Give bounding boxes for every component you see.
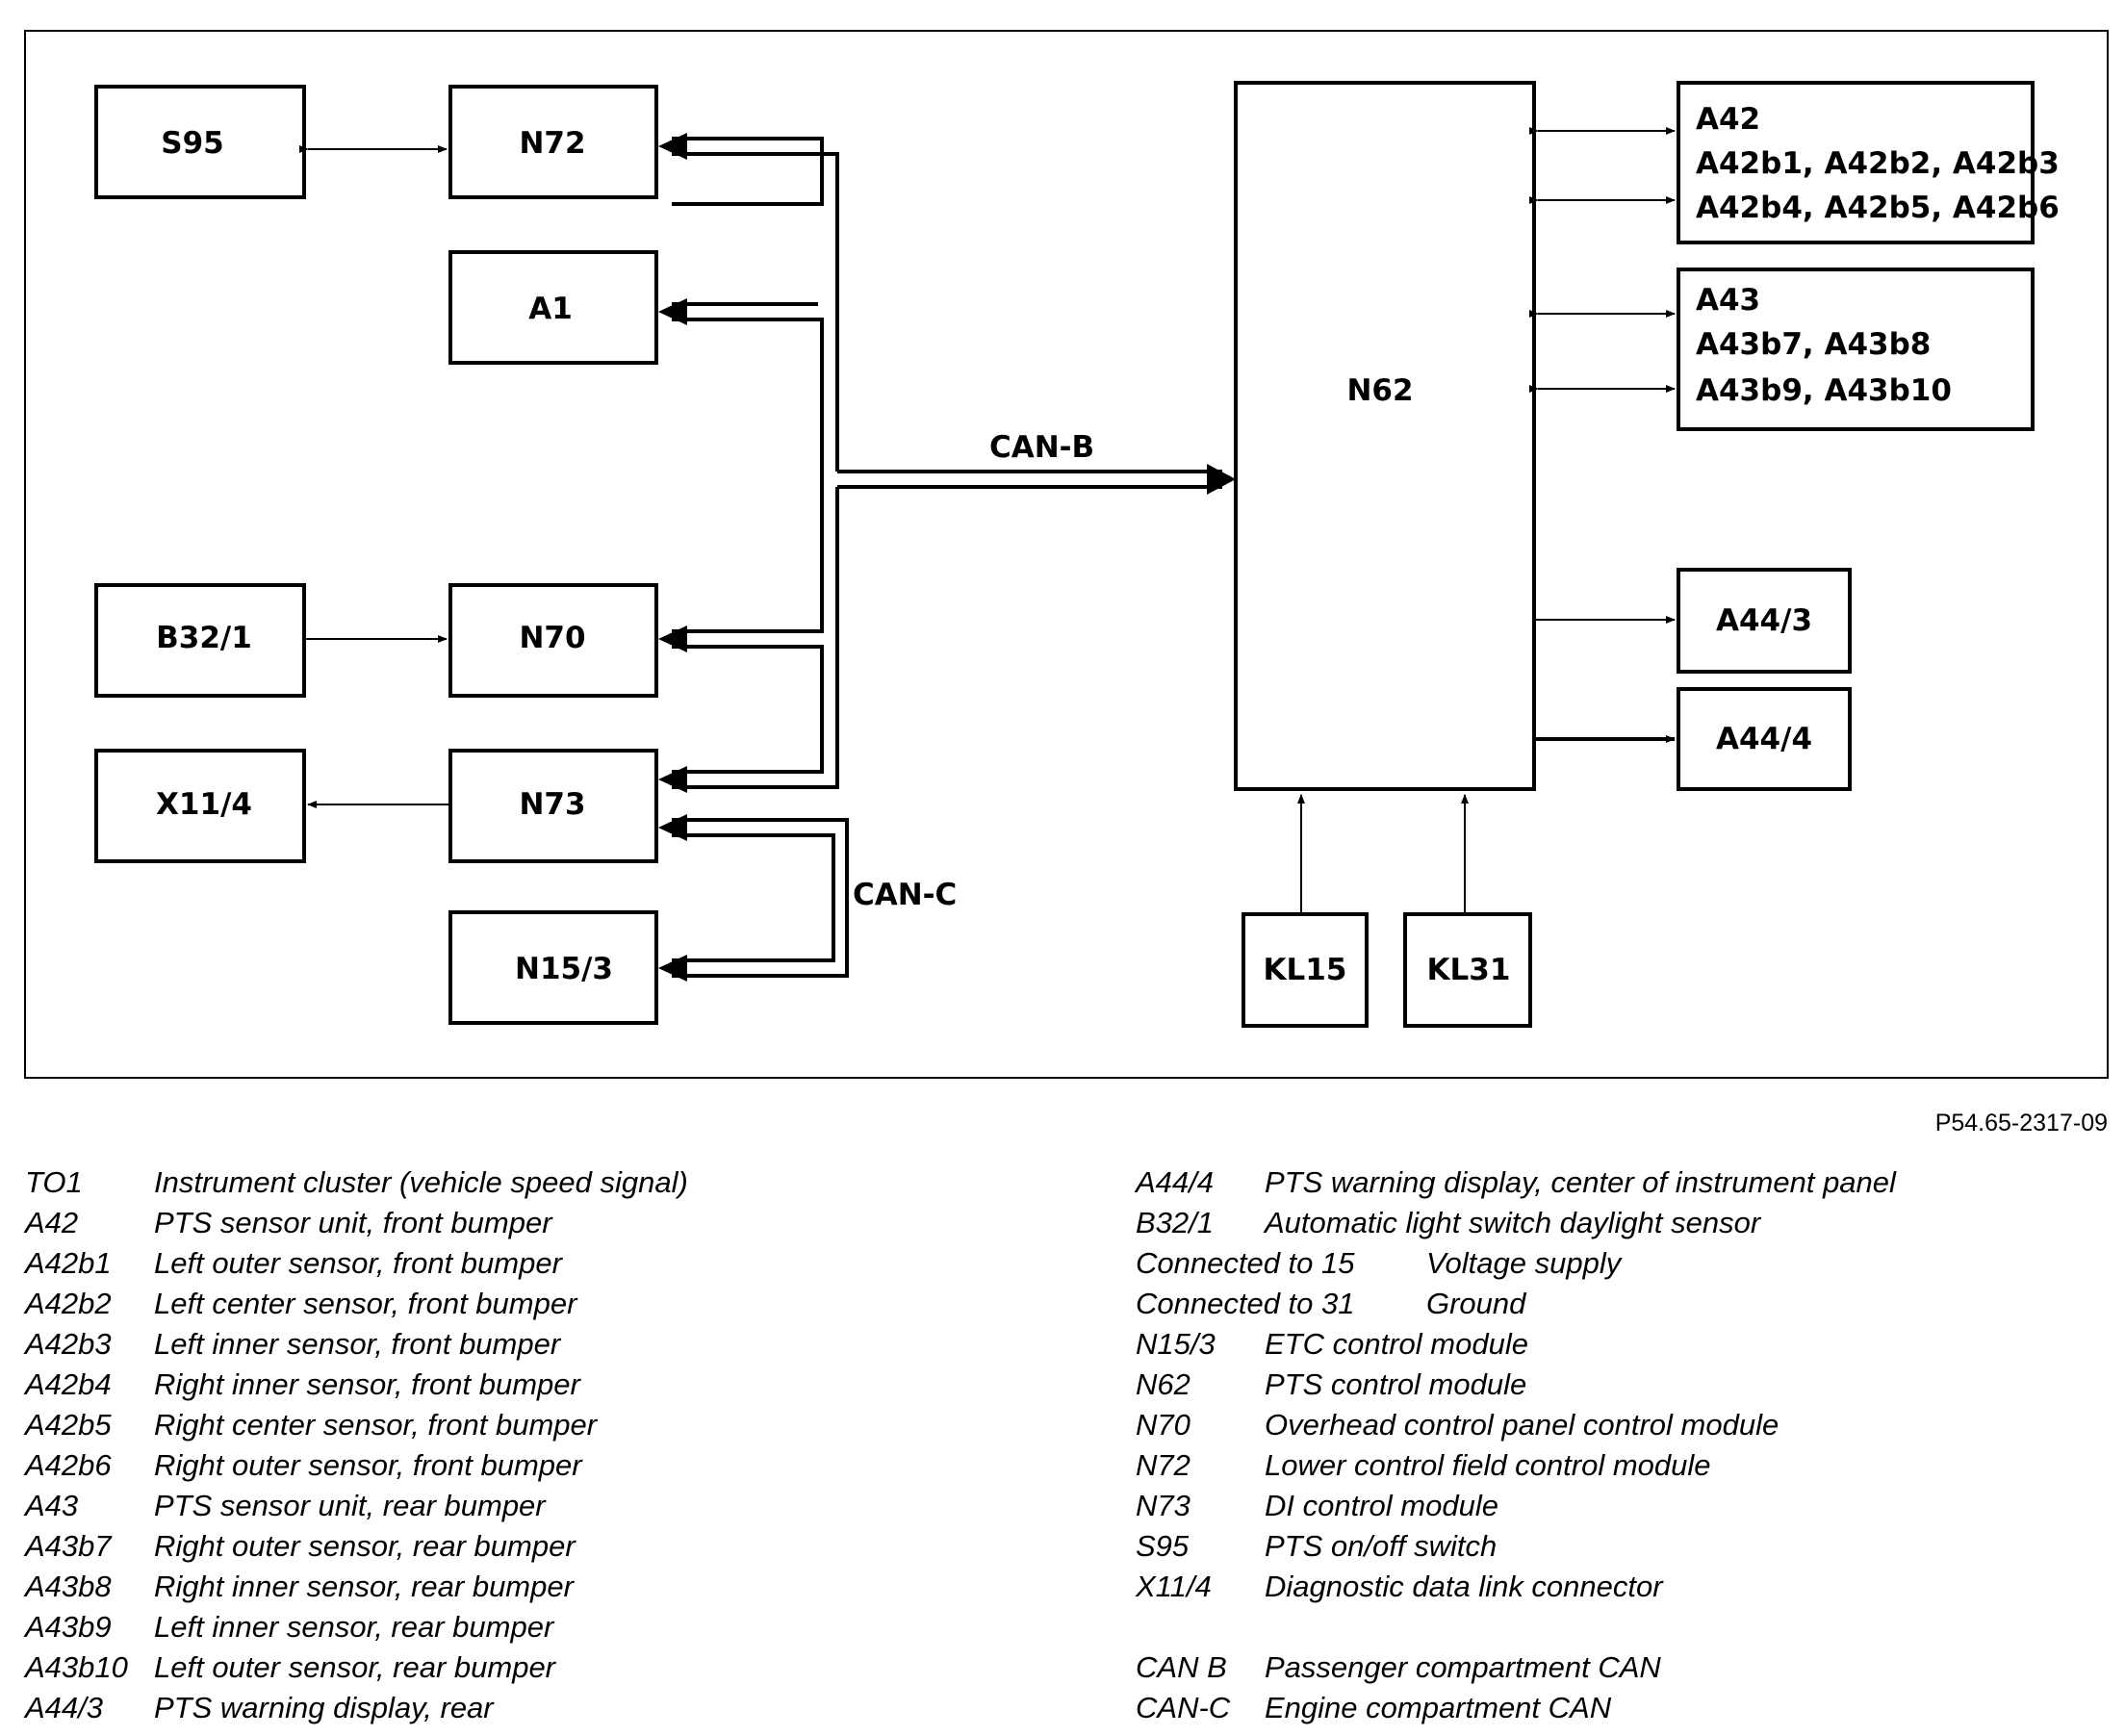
legend-code: X11/4 (1136, 1570, 1212, 1603)
legend-description: Left inner sensor, rear bumper (154, 1610, 554, 1644)
legend-code: A42b3 (25, 1327, 112, 1361)
legend-code: A43b8 (25, 1570, 112, 1603)
legend-description: Left outer sensor, front bumper (154, 1246, 562, 1280)
block-x11-4-label: X11/4 (156, 787, 252, 822)
block-a43-line1: A43 (1696, 283, 1760, 318)
block-a42-line3: A42b4, A42b5, A42b6 (1696, 191, 2060, 225)
legend-description: Left center sensor, front bumper (154, 1287, 577, 1320)
legend-code: N72 (1136, 1448, 1191, 1482)
block-n15-3: N15/3 (448, 910, 658, 1025)
legend-code: TO1 (25, 1165, 83, 1199)
figure-reference: P54.65-2317-09 (1934, 1110, 2108, 1136)
legend-description: PTS control module (1265, 1367, 1527, 1401)
block-a44-4-label: A44/4 (1716, 722, 1812, 756)
legend-code: A43 (25, 1489, 79, 1522)
legend-code: A44/3 (25, 1691, 104, 1724)
legend-description: Voltage supply (1426, 1246, 1622, 1280)
block-b32-1-label: B32/1 (156, 621, 252, 655)
legend-description: Automatic light switch daylight sensor (1265, 1206, 1761, 1239)
legend-code: A43b10 (25, 1650, 128, 1684)
block-kl15: KL15 (1242, 912, 1369, 1028)
legend-code: Connected to 31 (1136, 1287, 1355, 1320)
legend-description: Left inner sensor, front bumper (154, 1327, 561, 1361)
legend-code: N15/3 (1136, 1327, 1216, 1361)
block-a43-line2: A43b7, A43b8 (1696, 327, 1931, 362)
legend-code: Connected to 15 (1136, 1246, 1355, 1280)
legend-description: Passenger compartment CAN (1265, 1650, 1661, 1684)
block-a1: A1 (448, 250, 658, 365)
legend-code: A42b4 (25, 1367, 112, 1401)
can-c-arrowheads (658, 814, 687, 982)
block-kl31: KL31 (1403, 912, 1532, 1028)
legend-code: A43b7 (25, 1529, 112, 1563)
block-n70-label: N70 (519, 621, 585, 655)
legend-code: CAN B (1136, 1650, 1227, 1684)
legend-code: A43b9 (25, 1610, 112, 1644)
legend-description: Instrument cluster (vehicle speed signal… (154, 1165, 688, 1199)
block-kl15-label: KL15 (1264, 953, 1347, 987)
diagram-frame (24, 30, 2109, 1079)
legend-code: CAN-C (1136, 1691, 1231, 1724)
legend-description: PTS sensor unit, rear bumper (154, 1489, 546, 1522)
legend-code: A42b5 (25, 1408, 112, 1442)
legend-code: N62 (1136, 1367, 1191, 1401)
block-s95-label: S95 (161, 126, 223, 161)
legend-description: ETC control module (1265, 1327, 1528, 1361)
block-n70: N70 (448, 583, 658, 698)
block-a1-label: A1 (528, 292, 573, 326)
block-n73: N73 (448, 749, 658, 863)
block-n72: N72 (448, 85, 658, 199)
block-a43: A43 A43b7, A43b8 A43b9, A43b10 (1677, 268, 2035, 431)
legend-description: PTS warning display, center of instrumen… (1265, 1165, 1896, 1199)
block-x11-4: X11/4 (94, 749, 306, 863)
block-a43-line3: A43b9, A43b10 (1696, 373, 1952, 408)
block-n62: N62 (1234, 81, 1536, 791)
legend-description: PTS warning display, rear (154, 1691, 494, 1724)
legend-code: A42b1 (25, 1246, 112, 1280)
legend-description: DI control module (1265, 1489, 1498, 1522)
legend-code: N70 (1136, 1408, 1191, 1442)
legend-description: Ground (1426, 1287, 1526, 1320)
block-kl31-label: KL31 (1427, 953, 1511, 987)
legend-description: Diagnostic data link connector (1265, 1570, 1663, 1603)
legend-code: S95 (1136, 1529, 1190, 1563)
legend-description: Right inner sensor, front bumper (154, 1367, 580, 1401)
legend-code: A42b2 (25, 1287, 112, 1320)
legend-description: Right center sensor, front bumper (154, 1408, 598, 1442)
block-n62-label: N62 (1346, 373, 1413, 408)
legend-code: N73 (1136, 1489, 1191, 1522)
legend-description: Engine compartment CAN (1265, 1691, 1612, 1724)
legend-description: PTS sensor unit, front bumper (154, 1206, 552, 1239)
thin-connectors (299, 127, 1676, 912)
legend-description: PTS on/off switch (1265, 1529, 1498, 1563)
legend-description: Right outer sensor, rear bumper (154, 1529, 576, 1563)
legend-description: Left outer sensor, rear bumper (154, 1650, 556, 1684)
block-a44-3-label: A44/3 (1716, 603, 1812, 638)
legend-code: A42b6 (25, 1448, 112, 1482)
legend-description: Right inner sensor, rear bumper (154, 1570, 574, 1603)
legend-code: B32/1 (1136, 1206, 1215, 1239)
block-a44-3: A44/3 (1677, 568, 1852, 674)
legend-code: A44/4 (1136, 1165, 1215, 1199)
can-b-bus (672, 137, 1222, 789)
legend-description: Overhead control panel control module (1265, 1408, 1779, 1442)
can-c-label: CAN-C (853, 878, 957, 912)
block-a44-4: A44/4 (1677, 687, 1852, 791)
block-n73-label: N73 (519, 787, 585, 822)
block-diagram: S95 N72 A1 B32/1 N70 X11/4 N73 N15/3 N62… (24, 30, 2109, 1079)
block-n72-label: N72 (519, 126, 585, 161)
can-b-label: CAN-B (989, 430, 1094, 465)
block-a42-line1: A42 (1696, 102, 1760, 137)
block-s95: S95 (94, 85, 306, 199)
can-b-arrowheads (658, 133, 1236, 793)
legend-code: A42 (25, 1206, 79, 1239)
legend-description: Right outer sensor, front bumper (154, 1448, 582, 1482)
block-b32-1: B32/1 (94, 583, 306, 698)
block-a42-line2: A42b1, A42b2, A42b3 (1696, 146, 2060, 181)
legend-description: Lower control field control module (1265, 1448, 1711, 1482)
block-n15-3-label: N15/3 (515, 952, 613, 986)
can-c-bus (672, 818, 849, 978)
block-a42: A42 A42b1, A42b2, A42b3 A42b4, A42b5, A4… (1677, 81, 2060, 244)
